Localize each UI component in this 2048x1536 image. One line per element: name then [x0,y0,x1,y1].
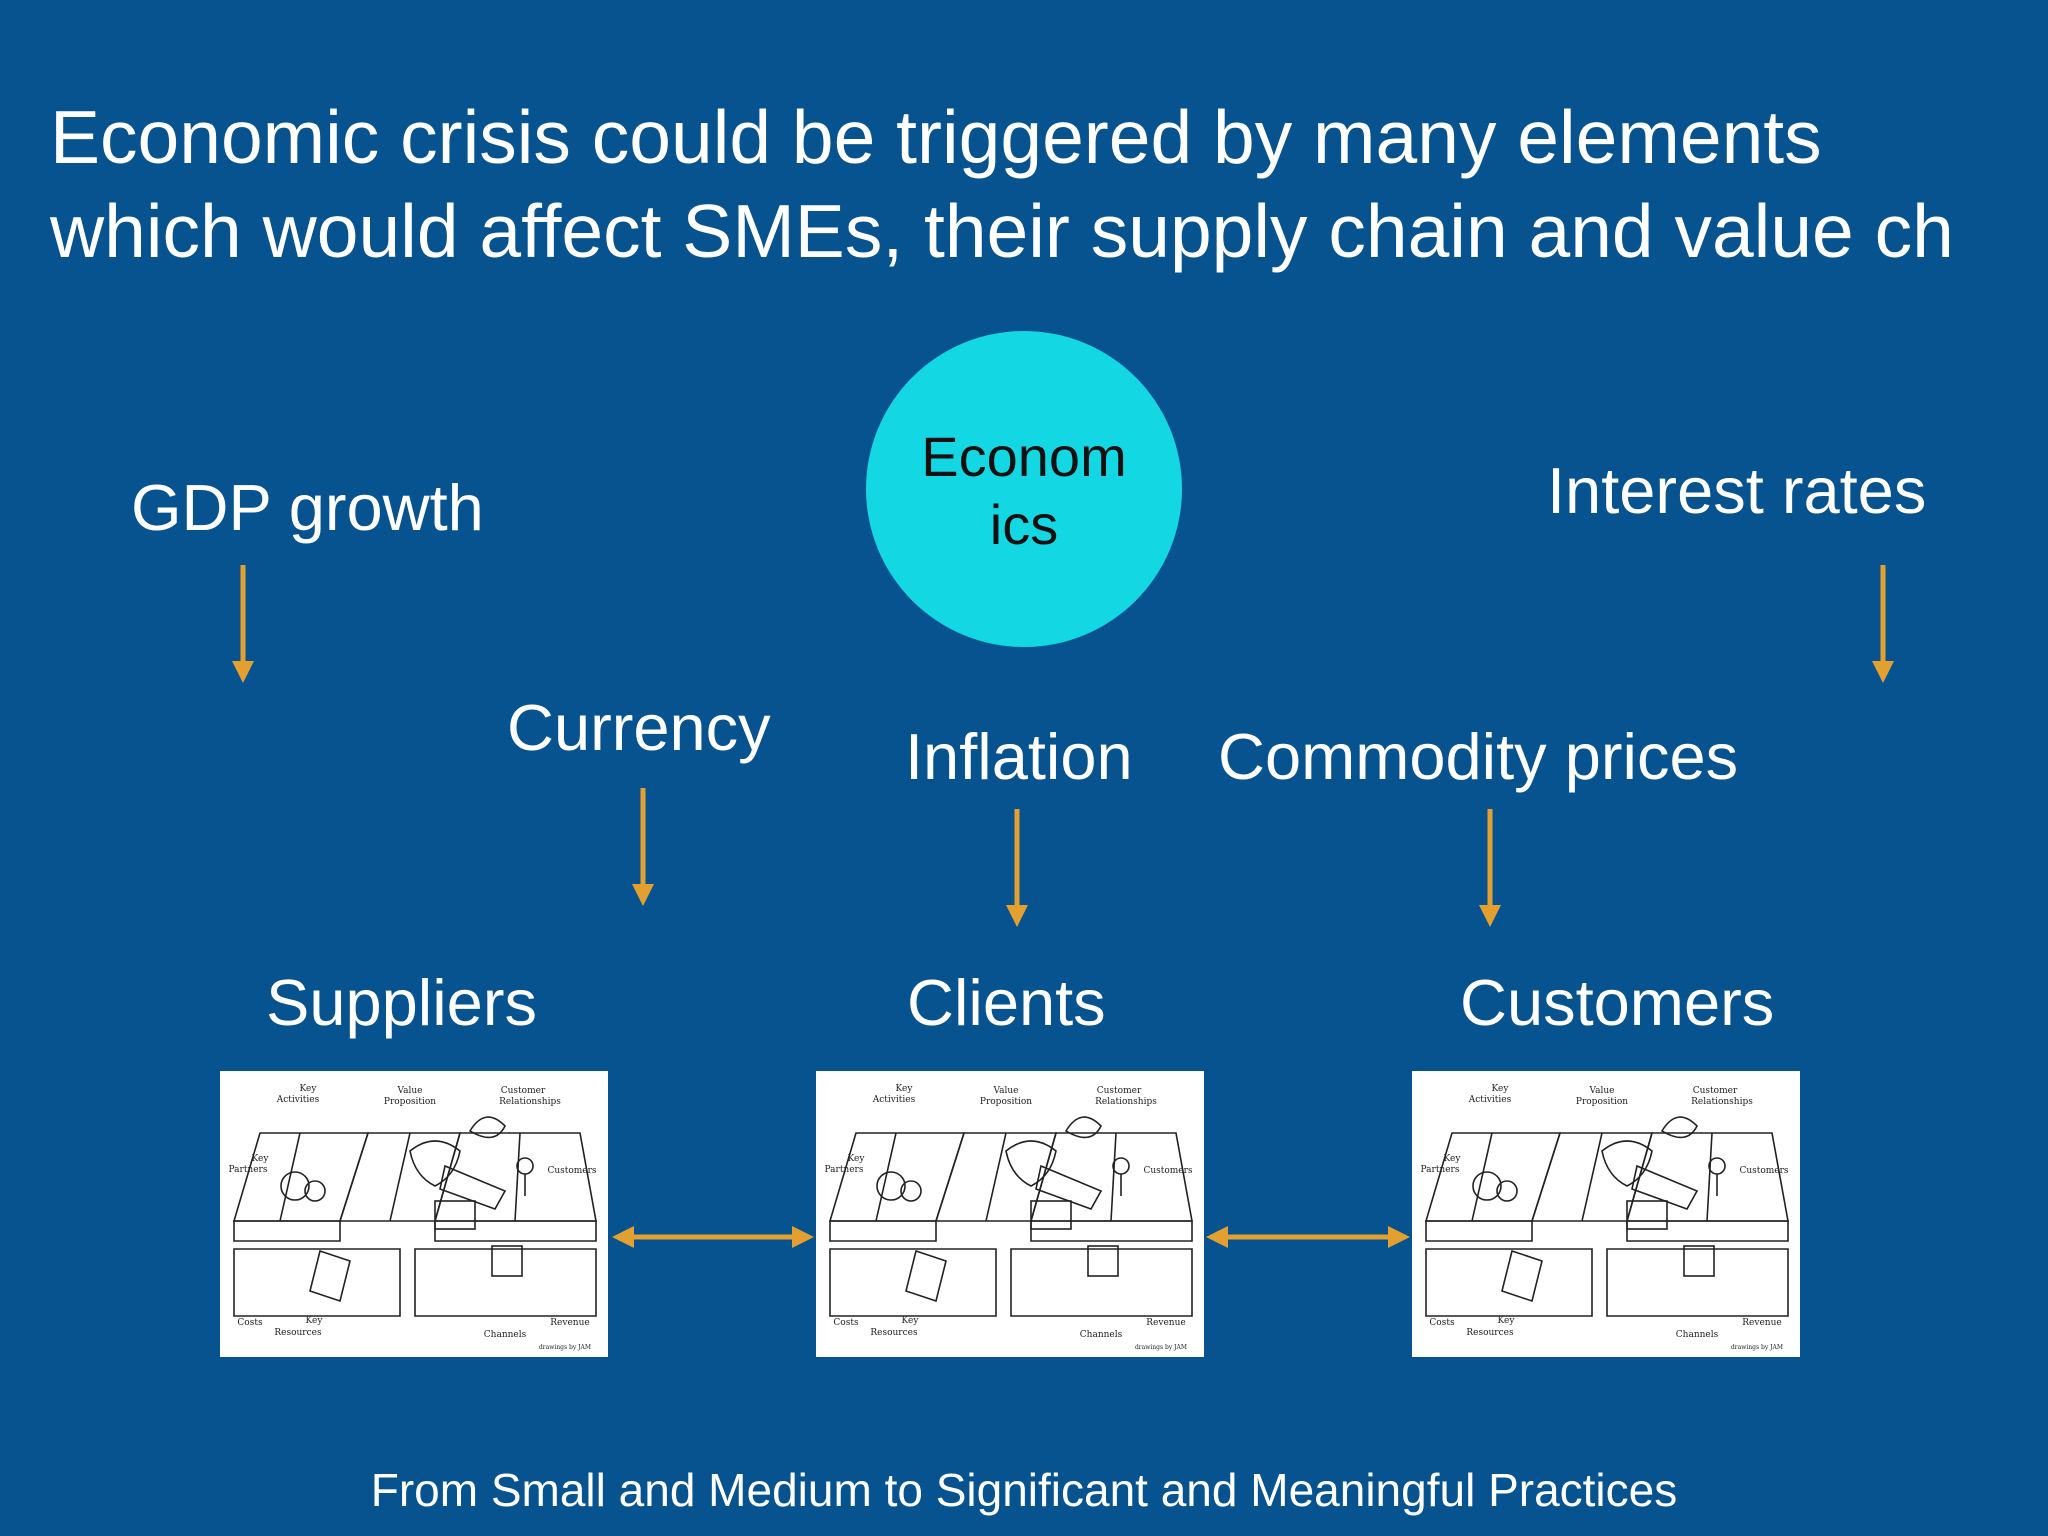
canvas-channels: Channels [484,1330,527,1340]
economics-label-line-2: ics [989,493,1059,556]
canvas-key-activities-1: Key [896,1084,914,1094]
canvas-key-resources-2: Resources [1466,1328,1514,1338]
canvas-key-resources-1: Key [306,1316,324,1326]
canvas-credit: drawings by JAM [539,1344,591,1351]
canvas-value-prop-2: Proposition [980,1097,1032,1107]
canvas-key-activities-1: Key [1492,1084,1510,1094]
canvas-drawing: Key Activities Value Proposition Custome… [825,1084,1193,1351]
canvas-customers: Customers [1739,1166,1788,1176]
canvas-cust-rel-2: Relationships [1095,1097,1157,1107]
canvas-key-activities-2: Activities [1468,1095,1512,1105]
arrow-down-inflation [1006,809,1028,927]
canvas-cust-rel-1: Customer [501,1086,546,1096]
canvas-cust-rel-1: Customer [1693,1086,1738,1096]
business-model-canvas-suppliers: Key Activities Value Proposition Custome… [220,1071,608,1357]
canvas-drawing: Key Activities Value Proposition Custome… [1421,1084,1789,1351]
canvas-key-resources-2: Resources [870,1328,918,1338]
canvas-value-prop-2: Proposition [384,1097,436,1107]
economics-label-line-1: Econom [921,425,1127,488]
business-model-canvas-clients: Key Activities Value Proposition Custome… [816,1071,1204,1357]
canvas-key-partners-2: Partners [825,1165,864,1175]
factor-commodity-prices: Commodity prices [1218,720,1739,793]
arrow-down-commodity [1479,809,1501,927]
canvas-customers: Customers [1143,1166,1192,1176]
canvas-key-partners-1: Key [252,1154,270,1164]
canvas-channels: Channels [1080,1330,1123,1340]
canvas-credit: drawings by JAM [1731,1344,1783,1351]
canvas-customers: Customers [547,1166,596,1176]
canvas-channels: Channels [1676,1330,1719,1340]
economics-circle: Econom ics [866,331,1182,647]
canvas-key-partners-1: Key [1444,1154,1462,1164]
canvas-value-prop-2: Proposition [1576,1097,1628,1107]
slide-title-line-1: Economic crisis could be triggered by ma… [50,95,1822,179]
canvas-key-partners-2: Partners [229,1165,268,1175]
canvas-costs: Costs [1429,1318,1455,1328]
factor-inflation: Inflation [905,720,1133,793]
factor-currency: Currency [507,691,771,764]
factor-gdp-growth: GDP growth [131,471,484,544]
slide-footer: From Small and Medium to Significant and… [370,1464,1678,1516]
double-arrow-suppliers-clients [612,1226,814,1248]
arrow-down-currency [632,788,654,906]
canvas-key-partners-1: Key [848,1154,866,1164]
canvas-value-prop-1: Value [396,1086,422,1096]
node-clients-label: Clients [907,966,1106,1039]
canvas-value-prop-1: Value [1588,1086,1614,1096]
canvas-key-activities-2: Activities [276,1095,320,1105]
canvas-key-resources-1: Key [902,1316,920,1326]
canvas-key-resources-1: Key [1498,1316,1516,1326]
canvas-cust-rel-1: Customer [1097,1086,1142,1096]
node-suppliers-label: Suppliers [266,966,537,1039]
factor-interest-rates: Interest rates [1547,454,1927,527]
canvas-revenue: Revenue [1146,1318,1185,1328]
canvas-cust-rel-2: Relationships [499,1097,561,1107]
canvas-key-resources-2: Resources [274,1328,322,1338]
canvas-costs: Costs [237,1318,263,1328]
canvas-key-activities-1: Key [300,1084,318,1094]
canvas-costs: Costs [833,1318,859,1328]
canvas-drawing: Key Activities Value Proposition Custome… [229,1084,597,1351]
arrow-down-gdp [232,565,254,683]
canvas-revenue: Revenue [550,1318,589,1328]
canvas-key-activities-2: Activities [872,1095,916,1105]
business-model-canvas-customers: Key Activities Value Proposition Custome… [1412,1071,1800,1357]
canvas-cust-rel-2: Relationships [1691,1097,1753,1107]
canvas-revenue: Revenue [1742,1318,1781,1328]
arrow-down-interest [1872,565,1894,683]
canvas-key-partners-2: Partners [1421,1165,1460,1175]
canvas-value-prop-1: Value [992,1086,1018,1096]
double-arrow-clients-customers [1206,1226,1410,1248]
slide-title-line-2: which would affect SMEs, their supply ch… [50,189,1954,273]
node-customers-label: Customers [1460,966,1775,1039]
canvas-credit: drawings by JAM [1135,1344,1187,1351]
